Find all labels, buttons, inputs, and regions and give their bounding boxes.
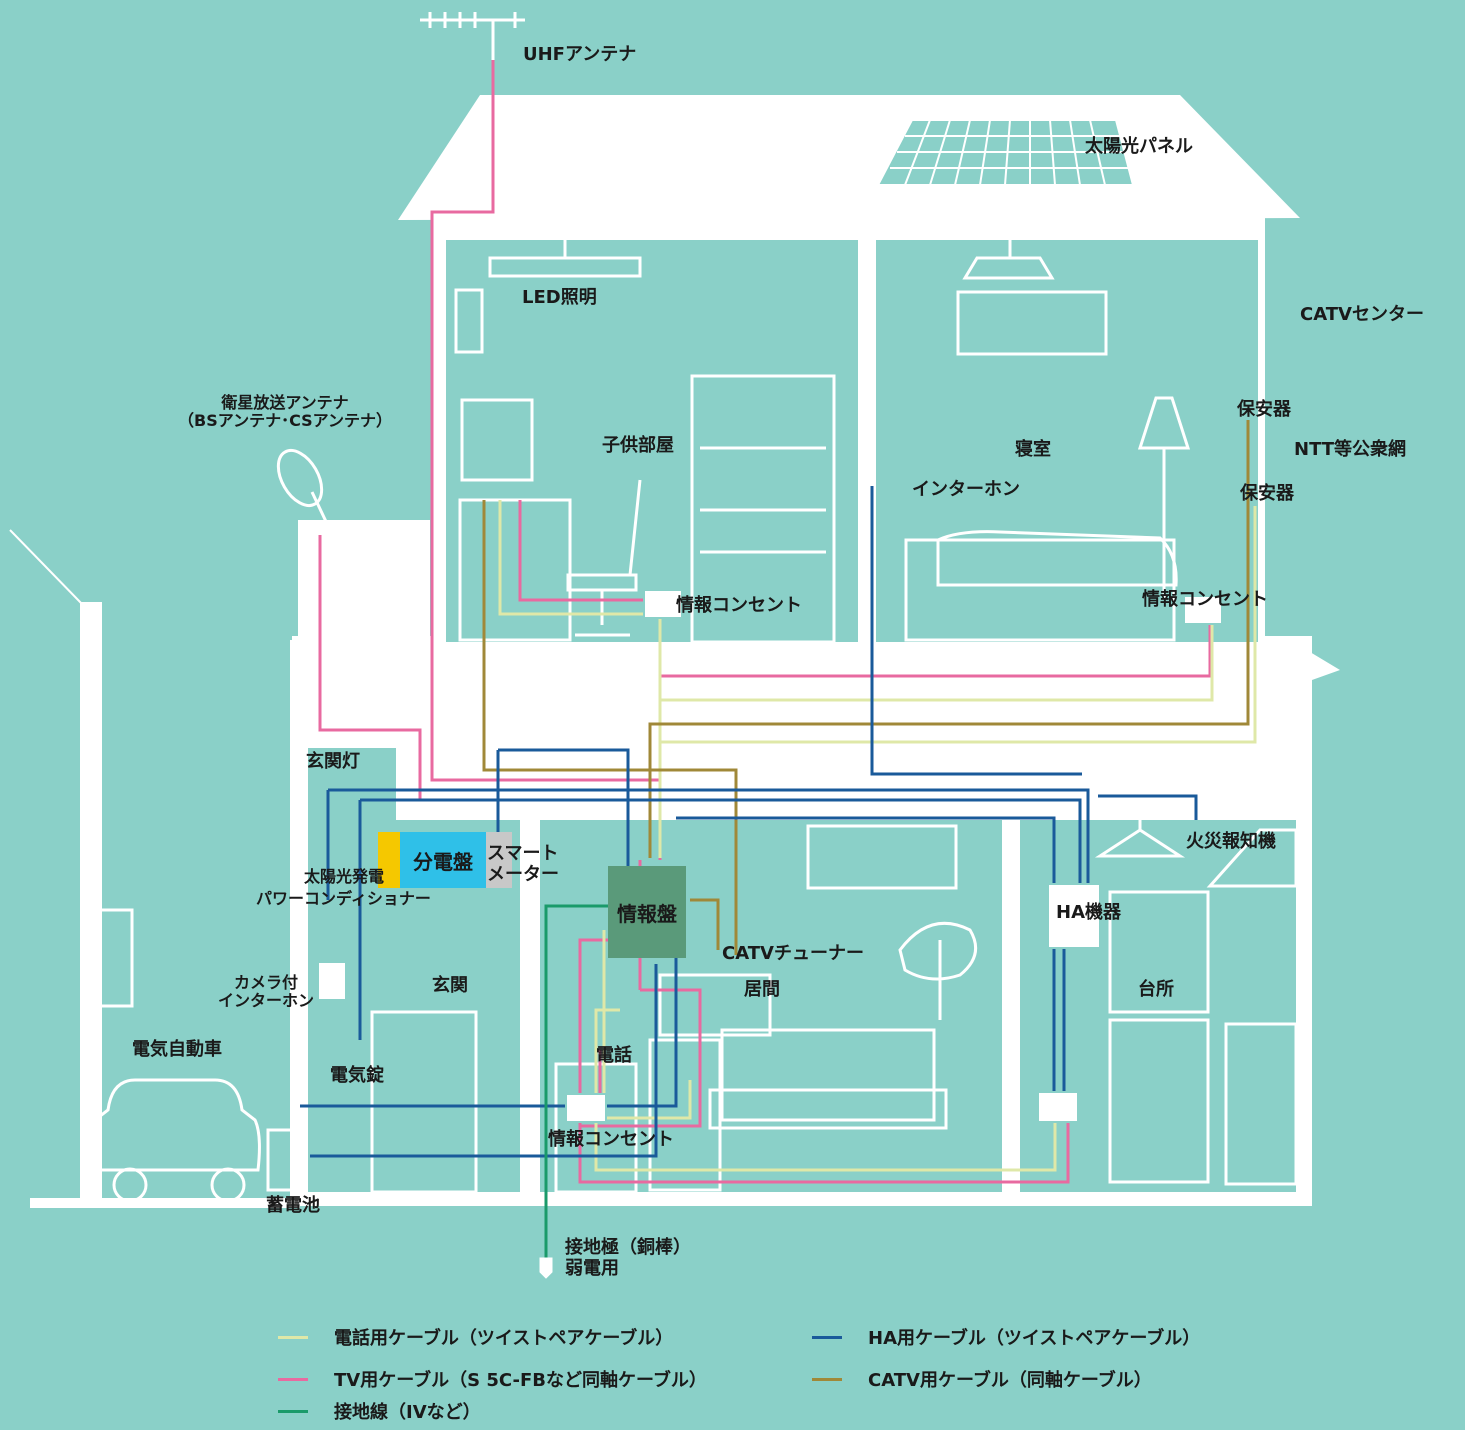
- label-solar-panel: 太陽光パネル: [1085, 136, 1193, 157]
- label-ev: 電気自動車: [132, 1039, 222, 1060]
- label-fire-alarm: 火災報知機: [1186, 831, 1276, 852]
- distribution-board: 分電盤: [400, 832, 486, 888]
- legend-phone-cable: 電話用ケーブル（ツイストペアケーブル）: [278, 1324, 673, 1350]
- label-bedroom: 寝室: [1015, 439, 1051, 460]
- label-satellite-antenna: 衛星放送アンテナ （BSアンテナ･CSアンテナ）: [178, 393, 393, 431]
- label-info-outlet-living: 情報コンセント: [548, 1129, 674, 1150]
- label-catv-tuner: CATVチューナー: [722, 943, 864, 964]
- legend-swatch-ground: [278, 1409, 308, 1413]
- label-battery: 蓄電池: [266, 1195, 320, 1216]
- ground-rod: [539, 1257, 553, 1279]
- legend-swatch-tv: [278, 1377, 308, 1381]
- phone-cable: [498, 500, 1257, 1172]
- label-solar-pcs-2: パワーコンディショナー: [256, 889, 431, 908]
- legend-swatch-ha: [812, 1335, 842, 1339]
- label-living: 居間: [744, 979, 780, 1000]
- label-entrance-light: 玄関灯: [306, 751, 360, 772]
- label-ntt-network: NTT等公衆網: [1294, 439, 1407, 460]
- ha-cable: [300, 486, 1198, 1158]
- legend-label-ha: HA用ケーブル（ツイストペアケーブル）: [868, 1328, 1201, 1349]
- label-camera-intercom-2: インターホン: [218, 991, 315, 1011]
- label-uhf-antenna: UHFアンテナ: [523, 44, 637, 65]
- ground-cable: [544, 904, 612, 1260]
- label-ha-device: HA機器: [1056, 902, 1121, 923]
- solar-pcs-box: [378, 832, 400, 888]
- label-smart-meter-2: メーター: [487, 863, 559, 885]
- legend-label-tv: TV用ケーブル（S 5C-FBなど同軸ケーブル）: [334, 1370, 707, 1391]
- label-info-outlet-kids: 情報コンセント: [676, 595, 802, 616]
- label-info-outlet-bedroom: 情報コンセント: [1142, 589, 1268, 610]
- label-kids-room: 子供部屋: [602, 435, 674, 456]
- legend-label-phone: 電話用ケーブル（ツイストペアケーブル）: [334, 1328, 674, 1349]
- outlets: [317, 589, 1223, 1123]
- label-camera-intercom-1: カメラ付: [234, 973, 299, 992]
- info-panel-label: 情報盤: [617, 902, 677, 926]
- furniture: [90, 240, 1298, 1203]
- info-panel: 情報盤: [608, 866, 686, 958]
- legend-label-ground: 接地線（IVなど）: [334, 1402, 481, 1423]
- legend-ha-cable: HA用ケーブル（ツイストペアケーブル）: [812, 1324, 1200, 1350]
- label-satellite-antenna-1: 衛星放送アンテナ: [221, 393, 349, 412]
- legend-swatch-phone: [278, 1335, 308, 1339]
- distribution-board-label: 分電盤: [413, 849, 473, 874]
- label-smart-meter: スマート メーター: [487, 843, 559, 885]
- pole-wire: [9, 529, 83, 605]
- uhf-antenna: [420, 12, 525, 95]
- label-protector-2: 保安器: [1240, 483, 1294, 504]
- label-ground: 接地極（銅棒） 弱電用: [565, 1237, 691, 1279]
- label-protector-1: 保安器: [1237, 399, 1291, 420]
- solar-panel: [868, 114, 1142, 191]
- legend-catv-cable: CATV用ケーブル（同軸ケーブル）: [812, 1366, 1152, 1392]
- label-catv-center: CATVセンター: [1300, 304, 1424, 325]
- legend-swatch-catv: [812, 1377, 842, 1381]
- label-satellite-antenna-2: （BSアンテナ･CSアンテナ）: [178, 411, 393, 431]
- label-solar-pcs-1: 太陽光発電: [304, 867, 385, 886]
- label-camera-intercom: カメラ付 インターホン: [218, 973, 315, 1011]
- label-kitchen: 台所: [1138, 979, 1174, 1000]
- label-entrance: 玄関: [432, 975, 468, 996]
- label-electric-lock: 電気錠: [330, 1065, 384, 1086]
- legend-label-catv: CATV用ケーブル（同軸ケーブル）: [868, 1370, 1152, 1391]
- legend-tv-cable: TV用ケーブル（S 5C-FBなど同軸ケーブル）: [278, 1366, 707, 1392]
- label-smart-meter-1: スマート: [487, 843, 559, 864]
- label-phone: 電話: [596, 1045, 632, 1066]
- smart-meter-box: [486, 832, 512, 888]
- label-ground-1: 接地極（銅棒）: [565, 1237, 691, 1258]
- legend-ground-cable: 接地線（IVなど）: [278, 1398, 481, 1424]
- label-intercom: インターホン: [912, 479, 1020, 500]
- label-ground-2: 弱電用: [565, 1257, 619, 1279]
- label-led-light: LED照明: [522, 287, 597, 308]
